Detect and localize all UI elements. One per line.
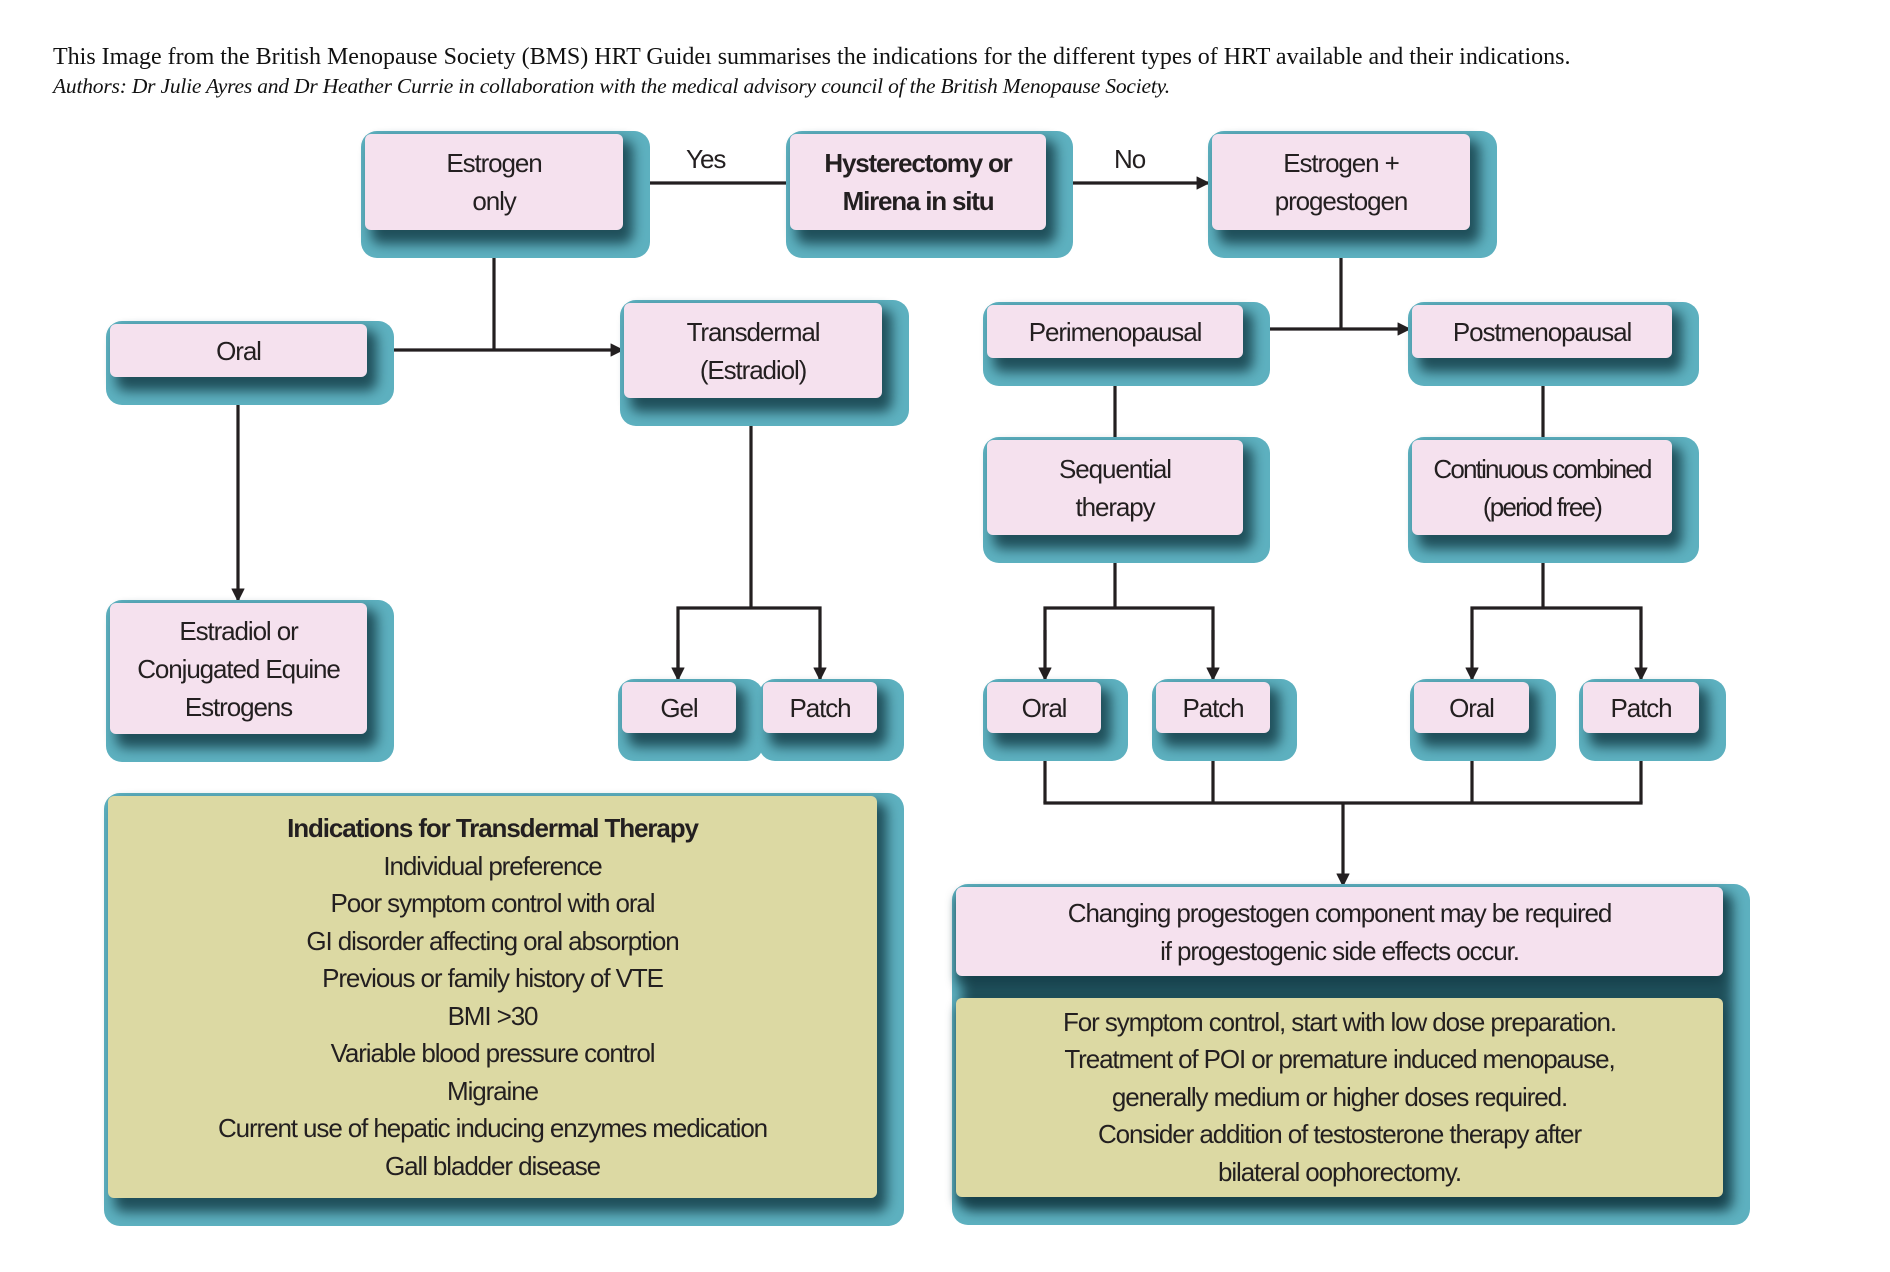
node-label-line: Estrogens — [184, 691, 293, 722]
node-label-line: Oral — [1021, 692, 1068, 723]
indication-item: Variable blood pressure control — [330, 1038, 656, 1068]
node-label-line: therapy — [1075, 491, 1155, 522]
node-label-line: Oral — [1449, 692, 1495, 723]
indication-item: Individual preference — [383, 850, 602, 881]
node-label-line: progestogen — [1274, 186, 1409, 216]
node-label-line: generally medium or higher doses require… — [1111, 1081, 1568, 1112]
indication-item: Gall bladder disease — [384, 1150, 601, 1181]
node-decision-hysterectomy: Hysterectomy or Mirena in situ — [786, 131, 1073, 258]
node-label-line: Sequential — [1059, 453, 1172, 484]
node-label-line: Conjugated Equine — [137, 653, 341, 684]
node-estrogen-only: Estrogen only — [361, 131, 650, 258]
node-postmenopausal: Postmenopausal — [1408, 302, 1699, 386]
dose-note: For symptom control, start with low dose… — [956, 998, 1723, 1197]
progestogen-note: Changing progestogen component may be re… — [956, 887, 1723, 976]
node-continuous-patch: Patch — [1579, 679, 1726, 761]
node-label-line: Estradiol or — [179, 615, 298, 646]
node-label-line: Treatment of POI or premature induced me… — [1064, 1044, 1615, 1075]
intro-authors: Authors: Dr Julie Ayres and Dr Heather C… — [53, 74, 1170, 98]
indication-item: GI disorder affecting oral absorption — [306, 925, 679, 956]
node-label-line: Changing progestogen component may be re… — [1067, 897, 1613, 928]
edge-label-no: No — [1114, 144, 1146, 174]
intro-description: This Image from the British Menopause So… — [53, 44, 1571, 70]
edge-label-yes: Yes — [686, 144, 726, 174]
node-label-line: Patch — [789, 692, 852, 723]
node-label-line: Patch — [1182, 692, 1245, 723]
node-label-line: For symptom control, start with low dose… — [1063, 1006, 1617, 1037]
intro-text: This Image from the British Menopause So… — [53, 42, 1883, 100]
node-patch-transdermal: Patch — [759, 679, 904, 761]
indication-item: Poor symptom control with oral — [330, 888, 656, 918]
indication-item: Previous or family history of VTE — [322, 963, 664, 993]
transdermal-indications-panel: Indications for Transdermal Therapy Indi… — [104, 793, 904, 1226]
node-sequential-oral: Oral — [983, 679, 1128, 761]
node-label-line: Transdermal — [686, 316, 821, 347]
node-label-line: Hysterectomy or — [824, 148, 1012, 178]
node-estrogen-progestogen: Estrogen + progestogen — [1208, 131, 1497, 258]
node-label-line: bilateral oophorectomy. — [1217, 1156, 1462, 1187]
node-continuous-combined: Continuous combined (period free) — [1408, 437, 1699, 563]
node-label-line: Gel — [660, 692, 698, 723]
node-label-line: Consider addition of testosterone therap… — [1097, 1119, 1582, 1150]
node-label-line: (Estradiol) — [699, 354, 807, 385]
node-label-line: Estrogen — [446, 148, 542, 178]
node-label-line: Postmenopausal — [1452, 316, 1632, 347]
node-transdermal: Transdermal (Estradiol) — [620, 300, 909, 426]
node-sequential-patch: Patch — [1152, 679, 1297, 761]
node-label-line: Oral — [216, 335, 262, 366]
node-gel: Gel — [618, 679, 763, 761]
indication-item: Current use of hepatic inducing enzymes … — [217, 1113, 768, 1143]
node-label-line: Perimenopausal — [1028, 316, 1203, 347]
node-label-line: (period free) — [1482, 491, 1603, 522]
indication-item: Migraine — [447, 1075, 539, 1106]
indications-title: Indications for Transdermal Therapy — [287, 813, 699, 843]
node-label-line: if progestogenic side effects occur. — [1160, 935, 1520, 966]
node-label-line: only — [472, 186, 516, 216]
node-continuous-oral: Oral — [1410, 679, 1556, 761]
node-perimenopausal: Perimenopausal — [983, 302, 1270, 386]
node-label-line: Continuous combined — [1433, 453, 1652, 484]
node-sequential-therapy: Sequential therapy — [983, 437, 1270, 563]
node-label-line: Mirena in situ — [842, 186, 995, 216]
indication-item: BMI >30 — [447, 1000, 539, 1031]
node-oral: Oral — [106, 321, 394, 405]
transdermal-branch — [676, 606, 822, 680]
node-label-line: Estrogen + — [1283, 148, 1400, 178]
node-label-line: Patch — [1610, 692, 1673, 723]
